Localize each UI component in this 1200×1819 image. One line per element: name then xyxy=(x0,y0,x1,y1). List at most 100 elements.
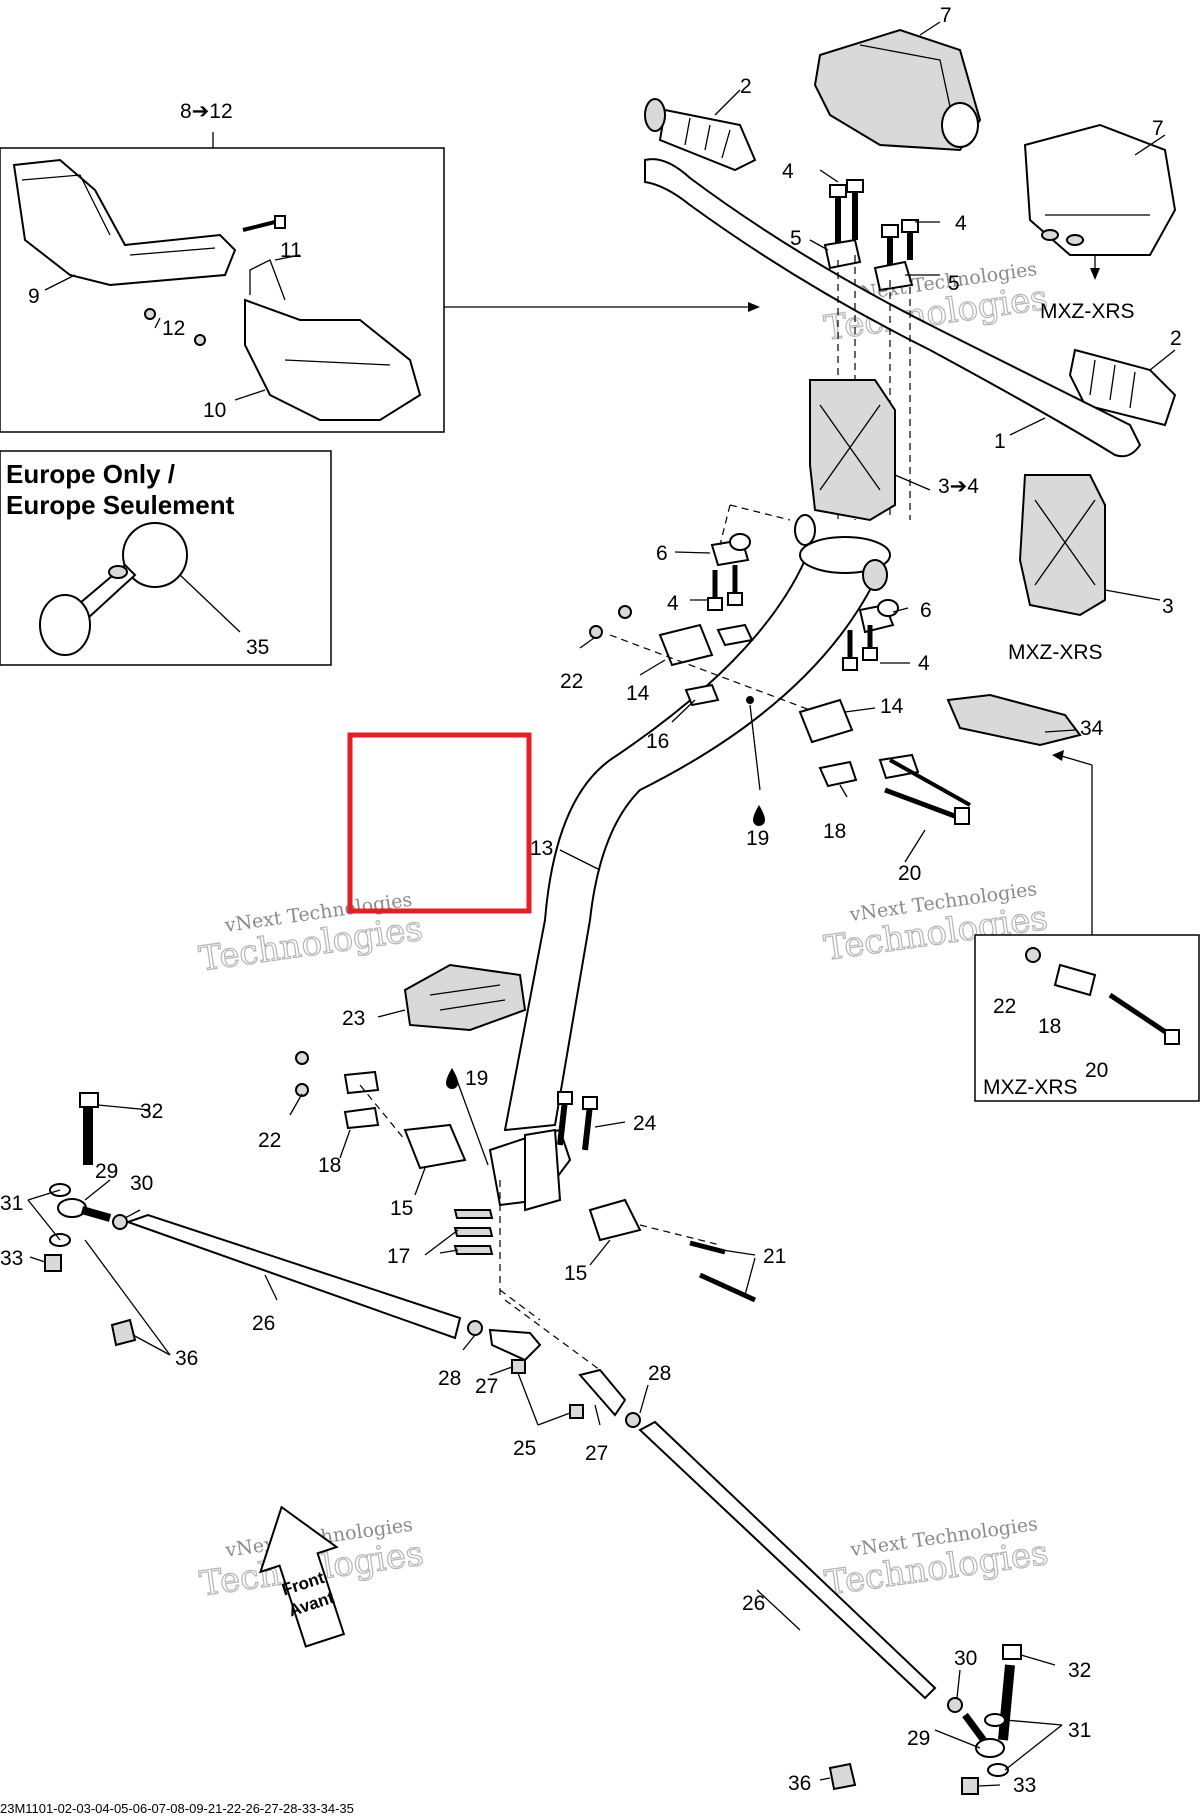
callout-36b: 36 xyxy=(788,1772,811,1795)
column-clamps xyxy=(707,504,899,671)
callout-2a: 2 xyxy=(740,75,752,98)
callout-3-4: 3➔4 xyxy=(938,475,979,498)
watermark-bottom-right: vNext Technologies Technologies xyxy=(822,1513,1052,1604)
callout-9: 9 xyxy=(28,285,40,308)
horn-bulb xyxy=(122,522,188,588)
callout-27a: 27 xyxy=(475,1375,498,1398)
callout-5a: 5 xyxy=(790,227,802,250)
plate-part-34 xyxy=(946,693,1082,747)
callout-4c: 4 xyxy=(667,592,679,615)
clamp-5b xyxy=(873,260,914,292)
leader-lines xyxy=(27,21,1176,1787)
callout-7b: 7 xyxy=(1152,117,1164,140)
front-arrow-shape xyxy=(258,1505,346,1648)
callout-7a: 7 xyxy=(940,4,952,27)
rod-end-27a xyxy=(488,1328,542,1362)
bolt-32b xyxy=(1002,1644,1022,1660)
callout-22a: 22 xyxy=(560,670,583,693)
center-rod-ends xyxy=(467,1180,641,1428)
callout-6b: 6 xyxy=(920,599,932,622)
callout-21: 21 xyxy=(763,1245,786,1268)
callout-31b: 31 xyxy=(1068,1719,1091,1742)
bolt-kit-frame xyxy=(974,934,1200,1102)
diagram-reference-code: 23M1101-02-03-04-05-06-07-08-09-21-22-26… xyxy=(0,1801,354,1816)
horn-bell xyxy=(39,594,91,656)
callout-35: 35 xyxy=(246,636,269,659)
europe-title-line1: Europe Only / xyxy=(6,459,175,489)
callout-15b: 15 xyxy=(564,1262,587,1285)
variant-label-riser: MXZ-XRS xyxy=(1008,641,1103,664)
handlebar-1 xyxy=(644,158,1142,458)
lube-drop-icon xyxy=(446,1068,458,1089)
steering-column xyxy=(488,514,891,1212)
callout-22c: 22 xyxy=(258,1129,281,1152)
callout-2b: 2 xyxy=(1170,327,1182,350)
highlight-box xyxy=(347,732,532,914)
callout-32b: 32 xyxy=(1068,1659,1091,1682)
nut-30a xyxy=(112,1214,128,1230)
callout-28b: 28 xyxy=(648,1362,671,1385)
callout-32a: 32 xyxy=(140,1100,163,1123)
callout-19a: 19 xyxy=(746,827,769,850)
callout-28a: 28 xyxy=(438,1367,461,1390)
variant-label-grip: MXZ-XRS xyxy=(1040,300,1135,323)
callout-33a: 33 xyxy=(0,1247,23,1270)
nut-30b xyxy=(947,1697,963,1713)
tie-rod-26b xyxy=(638,1420,937,1700)
rod-end-27b xyxy=(578,1368,627,1417)
callout-22b: 22 xyxy=(993,995,1016,1018)
callout-5b: 5 xyxy=(948,272,960,295)
callout-36a: 36 xyxy=(175,1347,198,1370)
callout-24: 24 xyxy=(633,1112,657,1135)
grip-left xyxy=(644,98,757,172)
nut-22a xyxy=(589,625,603,639)
spacer-18b xyxy=(343,1106,380,1130)
tie-rod-right xyxy=(638,1420,1022,1795)
pad-part-23 xyxy=(403,963,527,1032)
spacer-16b xyxy=(684,683,720,707)
ball-joint-29b xyxy=(975,1738,1005,1758)
riser-main xyxy=(809,379,896,522)
callout-20a: 20 xyxy=(898,862,921,885)
callout-29a: 29 xyxy=(95,1160,118,1183)
front-arrow: Front Avant xyxy=(258,1505,346,1648)
callout-3: 3 xyxy=(1162,595,1174,618)
riser-mxz xyxy=(1018,474,1106,617)
variant-label-bolt-kit: MXZ-XRS xyxy=(983,1076,1078,1099)
callout-25: 25 xyxy=(513,1437,536,1460)
tie-rod-26a xyxy=(124,1213,462,1340)
bushing-36b xyxy=(828,1762,857,1791)
callout-33b: 33 xyxy=(1013,1774,1036,1797)
callout-4a: 4 xyxy=(782,160,794,183)
callout-26a: 26 xyxy=(252,1312,275,1335)
callout-11: 11 xyxy=(280,239,302,262)
callout-12: 12 xyxy=(162,317,185,340)
pivot-block-15a xyxy=(403,1123,467,1170)
callout-18c: 18 xyxy=(318,1154,341,1177)
callout-26b: 26 xyxy=(742,1592,765,1615)
spacer-18a xyxy=(818,760,858,788)
grip-cover-7b xyxy=(1023,123,1177,256)
callout-19b: 19 xyxy=(465,1067,488,1090)
clamp-5a xyxy=(823,238,862,270)
spacer-17a xyxy=(453,1209,494,1219)
callout-10: 10 xyxy=(203,399,226,422)
lube-drop-icon xyxy=(753,805,765,826)
pivot-assembly-upper xyxy=(589,605,971,825)
callout-15a: 15 xyxy=(390,1197,413,1220)
pivot-block-14a xyxy=(658,623,714,667)
bushing-25 xyxy=(569,1404,584,1419)
nut-28b xyxy=(625,1412,641,1428)
callout-numbers: 8➔12 11 12 9 10 35 7 7 2 2 MXZ-XRS 1 4 4… xyxy=(0,4,1182,1797)
callout-17: 17 xyxy=(387,1245,410,1268)
tie-rod-left xyxy=(44,1092,462,1356)
europe-title-line2: Europe Seulement xyxy=(6,490,235,520)
steering-column-13 xyxy=(503,548,882,1132)
callout-6a: 6 xyxy=(656,542,668,565)
callout-4d: 4 xyxy=(918,652,930,675)
grip-cover-top xyxy=(813,28,982,152)
callout-23: 23 xyxy=(342,1007,365,1030)
bushing-36a xyxy=(110,1318,137,1347)
callout-31a: 31 xyxy=(0,1192,23,1215)
